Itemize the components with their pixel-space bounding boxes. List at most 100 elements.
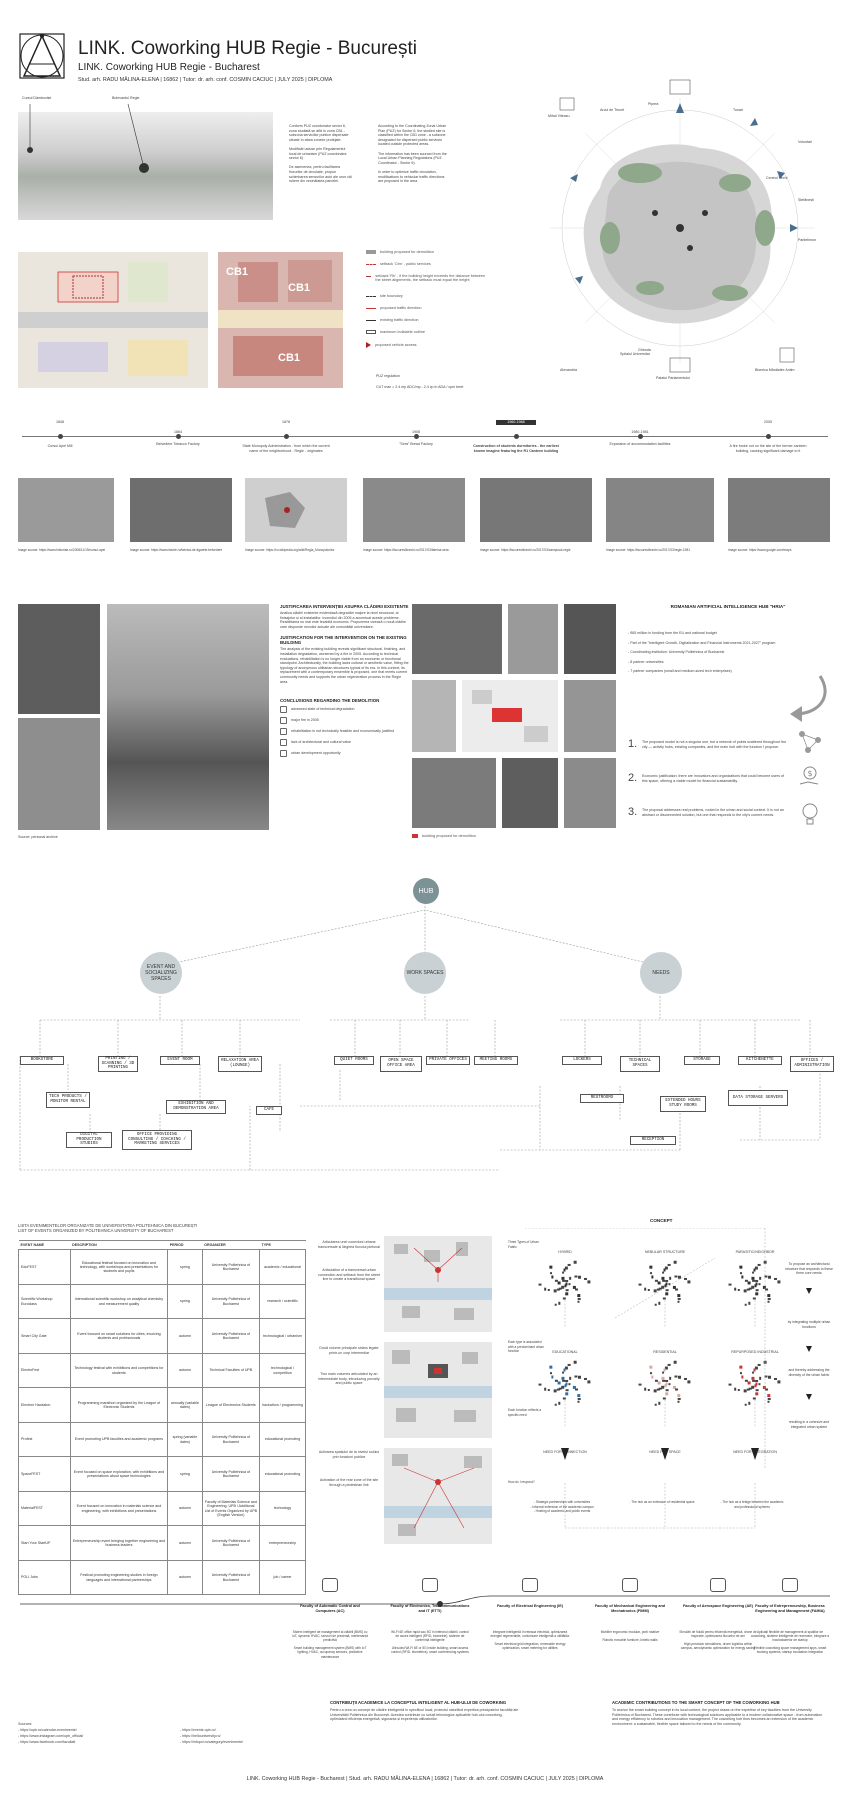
- legend-item: maximum buildable outline: [380, 330, 425, 334]
- historic-photo: [728, 478, 830, 542]
- fabric-block: [649, 1265, 653, 1269]
- fabric-block: [754, 1366, 758, 1370]
- fabric-block: [565, 1289, 569, 1292]
- timeline-marker: [514, 434, 519, 439]
- map-place: Biserica Mănăstire Antim: [755, 368, 795, 372]
- table-cell: autumn: [167, 1525, 203, 1561]
- fabric-block: [564, 1266, 568, 1270]
- fabric-block: [767, 1394, 771, 1398]
- concept-label: REPURPOSED INDUSTRIAL: [731, 1350, 779, 1354]
- faculty-body: Mobilier ergonomic modular, porți rotati…: [600, 1630, 660, 1643]
- fabric-block: [746, 1388, 750, 1391]
- concept-connectors: [525, 1228, 766, 1529]
- contrib-en: ACADEMIC CONTRIBUTIONS TO THE SMART CONC…: [612, 1700, 828, 1726]
- fabric-block: [538, 1383, 542, 1386]
- fabric-block: [577, 1294, 581, 1298]
- table-cell: autumn: [167, 1352, 203, 1389]
- source-link[interactable]: - https://upb.ro/calendar-evenimente/: [18, 1728, 77, 1732]
- fabric-block: [562, 1271, 565, 1274]
- timeline-year: 1908: [412, 430, 420, 434]
- fabric-block: [662, 1279, 666, 1282]
- source-link[interactable]: - https://events.upb.ro/: [180, 1728, 216, 1732]
- historic-photo: [480, 478, 592, 542]
- legend-item: setback 'Ctm' - public services: [380, 262, 431, 266]
- source-link[interactable]: - https://www.facebook.com/facultati: [18, 1740, 76, 1744]
- fabric-block: [748, 1287, 752, 1290]
- point-number: 3.: [628, 806, 638, 818]
- fabric-block: [664, 1366, 668, 1370]
- curved-arrow-icon: [790, 675, 827, 722]
- fabric-block: [740, 1272, 743, 1275]
- fabric-block: [665, 1279, 669, 1282]
- fabric-block: [644, 1287, 647, 1291]
- fabric-block: [751, 1385, 755, 1389]
- faculty-body: Wi-Fi 6E office rapid sau 5G în interior…: [391, 1630, 469, 1655]
- fabric-block: [563, 1368, 566, 1372]
- program-box: DIGITAL PRODUCTION STUDIOS: [66, 1132, 112, 1148]
- ai-hub-title: ROMANIAN ARTIFICIAL INTELLIGENCE HUB "HR…: [670, 604, 786, 609]
- fabric-block: [564, 1366, 568, 1370]
- fabric-block: [649, 1365, 653, 1369]
- program-box: STORAGE: [684, 1056, 720, 1065]
- timeline-marker: [284, 434, 289, 439]
- zone-label: CB1: [226, 266, 249, 278]
- fabric-block: [564, 1384, 567, 1388]
- ai-hub-bullet: - €65 million in funding from the EU and…: [628, 631, 717, 635]
- fabric-block: [658, 1287, 662, 1290]
- fabric-block: [554, 1303, 557, 1306]
- table-cell: Programming marathon organized by the Le…: [69, 1387, 169, 1423]
- map-place: Centrul Vechi: [766, 176, 788, 180]
- fabric-block: [752, 1279, 756, 1282]
- fabric-block: [751, 1276, 755, 1280]
- site-photo: [564, 604, 616, 674]
- fabric-block: [572, 1385, 576, 1389]
- source-link[interactable]: - https://www.instagram.com/upb_official…: [18, 1734, 84, 1738]
- aerial-label-right: Bulevardul Regie: [112, 96, 140, 100]
- down-arrow-icon: [806, 1346, 812, 1352]
- fabric-block: [551, 1275, 554, 1279]
- fabric-block: [663, 1368, 666, 1372]
- fabric-block: [565, 1382, 568, 1386]
- timeline-marker: [414, 434, 419, 439]
- table-cell: ElectroFest: [18, 1352, 71, 1389]
- table-cell: POLI Jobs: [18, 1559, 71, 1596]
- strategy-text: Two main volumes articulated by an inter…: [318, 1372, 380, 1386]
- fabric-block: [665, 1382, 668, 1386]
- program-box: TECHNICAL SPACES: [620, 1056, 660, 1072]
- table-cell: spring: [167, 1249, 203, 1285]
- fabric-block: [665, 1389, 669, 1392]
- table-cell: Event focused on smart solutions for cit…: [69, 1318, 169, 1354]
- fabric-block: [565, 1282, 568, 1286]
- faculty-icon: [422, 1578, 438, 1592]
- timeline-label: Construction of students dormitories - t…: [473, 444, 559, 453]
- table-cell: International scientific workshop on ana…: [69, 1283, 169, 1320]
- image-source: Image source: https://www.google.com/map…: [728, 548, 792, 552]
- legend-item: proposed vehicle access: [375, 343, 417, 347]
- strategy-text: Articulation of a transversal urban conn…: [318, 1268, 380, 1282]
- conclusion-text: advanced state of technical degradation: [291, 707, 355, 712]
- table-cell: technological / urbanism: [259, 1318, 306, 1354]
- source-link[interactable]: - https://infopol.ro/category/evenimente…: [180, 1740, 244, 1744]
- fabric-block: [665, 1392, 669, 1396]
- table-cell: educational promoting: [259, 1456, 306, 1492]
- point-number: 2.: [628, 772, 638, 784]
- timeline-label: Belvedere Tobacco Factory: [156, 442, 200, 446]
- fabric-block: [753, 1368, 756, 1372]
- source-link[interactable]: - https://hellouniversity.ro/: [180, 1734, 221, 1738]
- fabric-block: [553, 1389, 557, 1393]
- concept-right-note: To propose an architectural structure th…: [785, 1262, 833, 1276]
- table-cell: League of Electronics Students: [201, 1387, 261, 1423]
- concept-label: NEBULAR STRUCTURE: [644, 1250, 686, 1254]
- fabric-block: [767, 1400, 770, 1403]
- conclusion-item: urban development opportunity: [280, 750, 410, 758]
- fabric-block: [656, 1388, 660, 1391]
- fabric-block: [684, 1377, 688, 1380]
- table-cell: Start Your StartUP: [18, 1525, 71, 1561]
- conclusion-icon: [280, 739, 287, 747]
- table-cell: Technical Faculties of UPB: [201, 1352, 261, 1389]
- historic-photo: [363, 478, 465, 542]
- faculty-body: Integrare inteligentă în rețeaua electri…: [490, 1630, 570, 1651]
